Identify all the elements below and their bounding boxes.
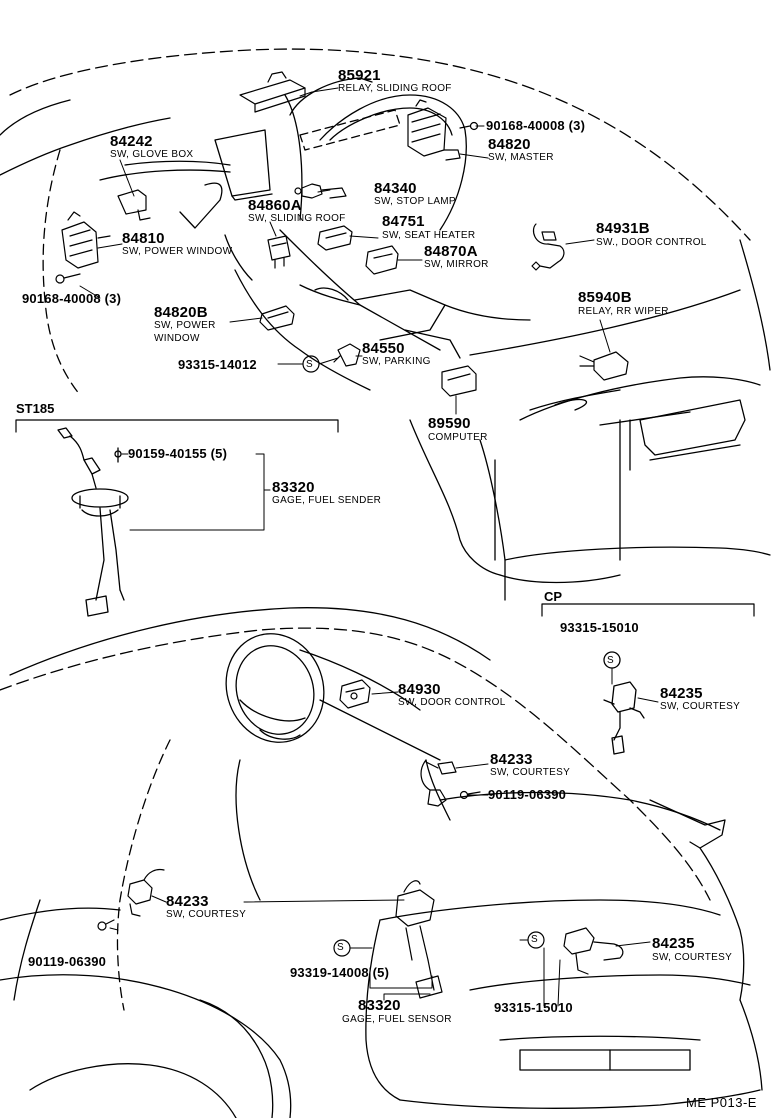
part-desc: SW, COURTESY [652,952,733,963]
part-number: 84233 [166,893,209,910]
part-number: 90119-06390 [28,954,107,969]
upper-leader-lines [79,87,611,415]
screw-symbol: S [531,934,538,945]
part-number: 89590 [428,415,471,432]
part-number: 93319-14008 (5) [290,965,390,980]
screw-symbol: S [607,655,614,666]
part-number: 84930 [398,681,441,698]
lower-leader-lines [109,691,651,1007]
section-label-st185: ST185 [16,401,55,416]
part-desc: SW, POWER WINDOW [122,246,233,257]
part-desc: SW, MIRROR [424,259,489,270]
part-desc: SW, SLIDING ROOF [248,213,346,224]
part-desc: SW, DOOR CONTROL [398,697,506,708]
screw-symbol: S [306,359,313,370]
upper-vehicle-outline [0,48,771,601]
part-number: 84870A [424,243,478,260]
part-number: 84242 [110,133,153,150]
screw-symbol: S [337,942,344,953]
part-number: 90168-40008 (3) [22,291,122,306]
st185-section [15,419,339,617]
part-number: 83320 [272,479,315,496]
part-number: 84233 [490,751,533,768]
part-desc: SW, SEAT HEATER [382,230,476,241]
part-desc: SW, GLOVE BOX [110,149,194,160]
part-number: 84235 [652,935,695,952]
part-desc: SW, STOP LAMP [374,196,456,207]
part-number: 93315-15010 [560,620,639,635]
part-desc: SW, COURTESY [490,767,571,778]
part-desc: SW, PARKING [362,356,431,367]
part-desc: SW, COURTESY [166,909,247,920]
part-desc: SW., DOOR CONTROL [596,237,707,248]
part-desc: RELAY, SLIDING ROOF [338,83,452,94]
part-number: 84550 [362,340,405,357]
part-number: 90168-40008 (3) [486,118,586,133]
part-desc: GAGE, FUEL SENSOR [342,1014,452,1025]
part-desc: SW, MASTER [488,152,554,163]
part-desc-line2: WINDOW [154,333,200,344]
part-number: 93315-14012 [178,357,257,372]
part-number: 84340 [374,180,417,197]
part-number: 84820B [154,304,208,321]
part-number: 84860A [248,197,302,214]
part-number: 90119-06390 [488,787,567,802]
diagram-code: ME P013-E [686,1095,757,1110]
part-desc: COMPUTER [428,432,488,443]
part-desc: RELAY, RR WIPER [578,306,669,317]
lower-part-sketches [97,679,624,999]
part-number: 84235 [660,685,703,702]
part-number: 83320 [358,997,401,1014]
upper-part-sketches [55,71,629,397]
part-desc: SW, COURTESY [660,701,741,712]
lower-vehicle-outline [0,607,763,1118]
part-desc: SW, POWER [154,320,216,331]
part-number: 84931B [596,220,650,237]
part-number: 84810 [122,230,165,247]
part-desc: GAGE, FUEL SENDER [272,495,382,506]
part-number: 85921 [338,67,381,84]
part-number: 85940B [578,289,632,306]
part-number: 84820 [488,136,531,153]
part-number: 84751 [382,213,425,230]
part-number: 90159-40155 (5) [128,446,228,461]
section-label-cp: CP [544,589,563,604]
part-number: 93315-15010 [494,1000,573,1015]
cp-section [541,603,755,755]
